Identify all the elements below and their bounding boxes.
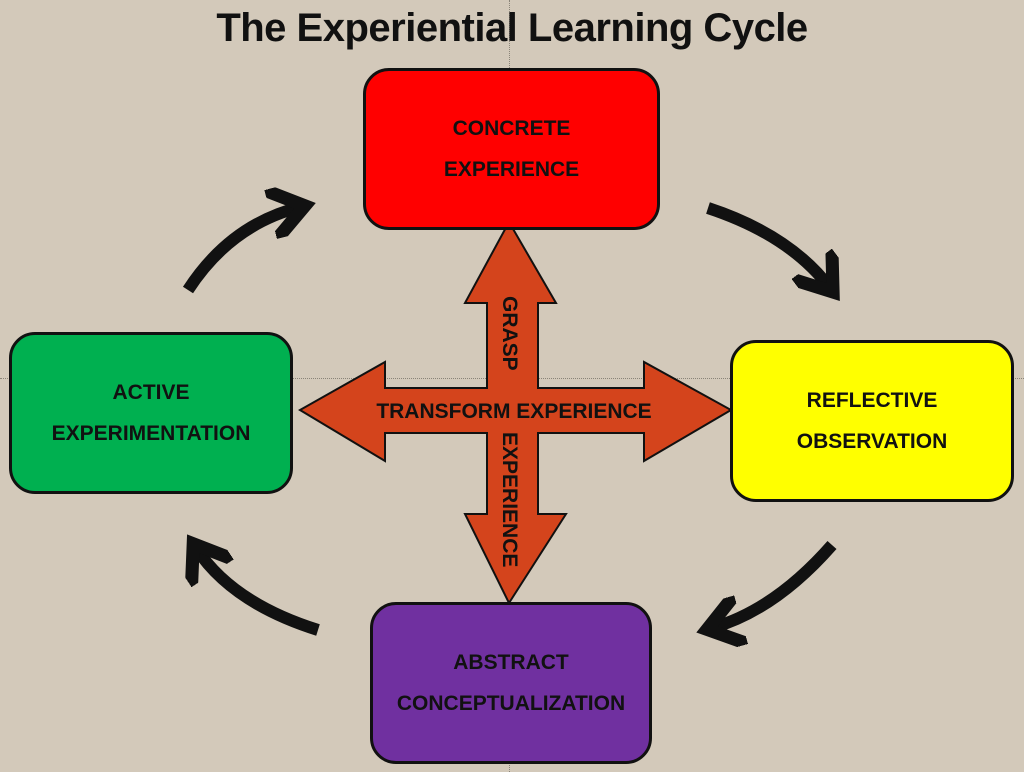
stage-label-line2: EXPERIENCE [443,158,580,181]
grasp-experience-label: EXPERIENCE [498,432,521,567]
stage-active-experimentation: ACTIVE EXPERIMENTATION [9,332,293,494]
diagram-title: The Experiential Learning Cycle [216,6,808,50]
cycle-arrow-reflective-to-abstract [712,541,837,628]
cycle-arrow-active-to-concrete [182,207,300,294]
stage-reflective-observation: REFLECTIVE OBSERVATION [730,340,1014,502]
grasp-label: GRASP [498,296,521,371]
stage-label-line1: ABSTRACT [453,651,569,674]
stage-label-line1: REFLECTIVE [806,389,938,412]
stage-label-line1: ACTIVE [112,381,190,404]
transform-experience-label: TRANSFORM EXPERIENCE [376,400,651,423]
stage-concrete-experience: CONCRETE EXPERIENCE [363,68,660,230]
stage-label-line2: OBSERVATION [796,430,948,453]
cycle-arrow-concrete-to-reflective [706,202,830,288]
stage-abstract-conceptualization: ABSTRACT CONCEPTUALIZATION [370,602,652,764]
cycle-arrow-abstract-to-active [196,548,320,636]
stage-label-line1: CONCRETE [452,117,571,140]
stage-label-line2: EXPERIMENTATION [51,422,251,445]
stage-label-line2: CONCEPTUALIZATION [396,692,626,715]
